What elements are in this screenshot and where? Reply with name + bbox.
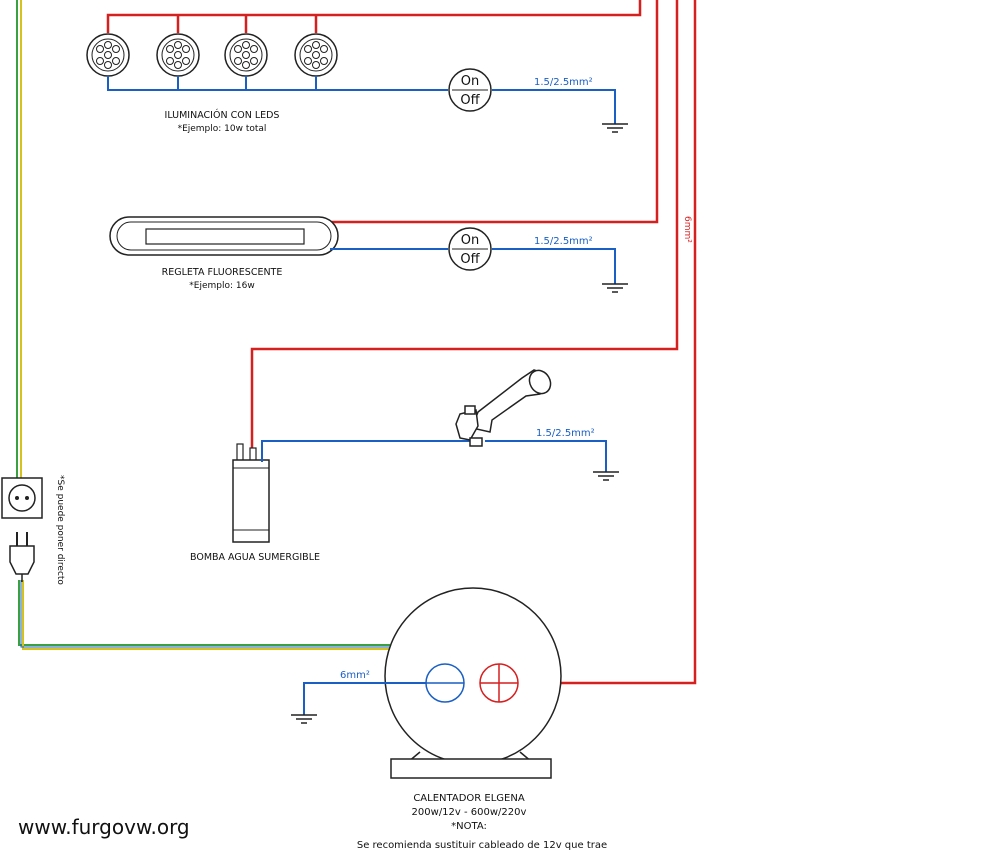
led-light-icon	[294, 33, 338, 77]
mains-earth-cable	[16, 0, 390, 650]
led-switch-off: Off	[460, 93, 480, 108]
ground-symbol-icon	[291, 714, 317, 724]
heater-title: CALENTADOR ELGENA	[413, 793, 525, 804]
heater-wire-gauge: 6mm²	[340, 670, 370, 681]
positive-wires	[106, 0, 697, 685]
led-lights	[86, 33, 338, 77]
fluorescent-switch-on: On	[461, 233, 479, 248]
pump-wire-gauge: 1.5/2.5mm²	[536, 428, 595, 439]
fluorescent-negative-wires	[330, 248, 616, 284]
earth-wire-blue-lower	[20, 580, 390, 648]
led-note: *Ejemplo: 10w total	[178, 124, 267, 134]
wall-socket	[1, 477, 43, 519]
heater-note: Se recomienda sustituir cableado de 12v …	[357, 840, 607, 851]
led-wire-gauge: 1.5/2.5mm²	[534, 77, 593, 88]
fluorescent-switch: On Off	[448, 227, 492, 271]
socket-note: *Se puede poner directo	[55, 475, 65, 585]
led-switch-on: On	[461, 74, 479, 89]
ground-symbol-icon	[602, 283, 628, 293]
heater-positive-terminal-icon	[479, 663, 519, 703]
tap-negative-wire	[485, 440, 607, 472]
fluorescent-title: REGLETA FLUORESCENTE	[162, 267, 283, 278]
site-watermark: www.furgovw.org	[18, 815, 190, 839]
fluorescent-strip-icon	[109, 216, 339, 256]
led-light-icon	[156, 33, 200, 77]
ground-symbol-icon	[593, 471, 619, 481]
water-tap-icon	[455, 369, 552, 447]
led-switch: On Off	[448, 68, 492, 112]
led-light-icon	[86, 33, 130, 77]
fluorescent-note: *Ejemplo: 16w	[189, 281, 254, 291]
fluorescent-wire-gauge: 1.5/2.5mm²	[534, 236, 593, 247]
led-negative-wires	[107, 76, 616, 124]
heater-note-title: *NOTA:	[451, 821, 487, 832]
pump-title: BOMBA AGUA SUMERGIBLE	[190, 552, 320, 563]
fluorescent-switch-off: Off	[460, 252, 480, 267]
led-light-icon	[224, 33, 268, 77]
ground-symbol-icon	[602, 123, 628, 133]
earth-wire-yellow-lower	[22, 580, 390, 650]
main-feed-gauge: 6mm²	[682, 216, 692, 243]
water-heater-icon	[384, 587, 562, 779]
mains-plug-icon	[9, 532, 35, 582]
heater-negative-wire	[303, 682, 426, 715]
led-title: ILUMINACIÓN CON LEDS	[165, 109, 280, 121]
heater-spec: 200w/12v - 600w/220v	[412, 807, 527, 818]
pump-negative-wire	[261, 440, 470, 462]
earth-wire-green-lower	[18, 580, 390, 646]
submersible-pump-icon	[232, 443, 270, 543]
heater-negative-terminal-icon	[425, 663, 465, 703]
